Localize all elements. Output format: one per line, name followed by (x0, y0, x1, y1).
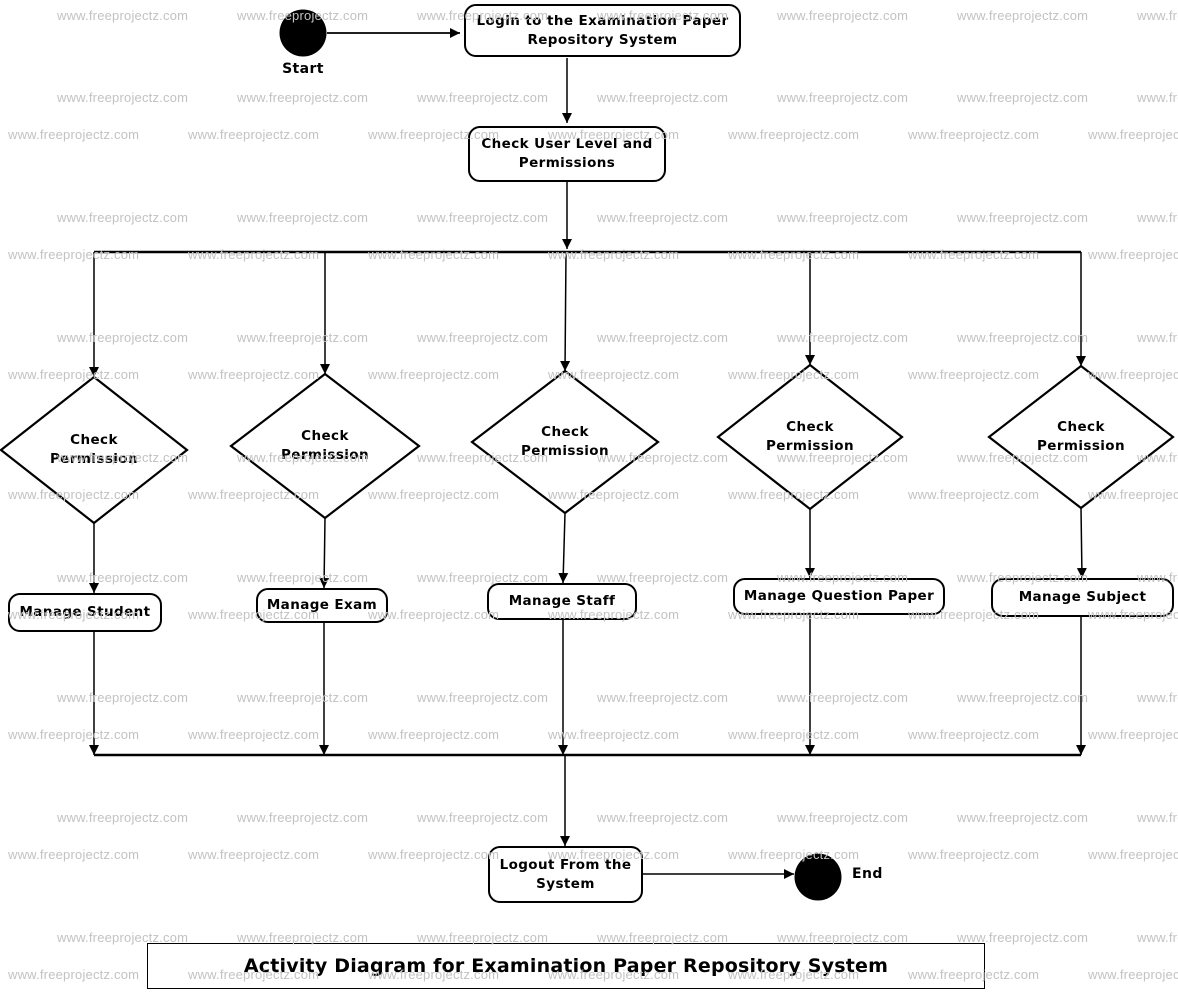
activity-manage-question-paper: Manage Question Paper (733, 578, 945, 615)
start-label: Start (282, 61, 324, 77)
end-label: End (852, 866, 883, 882)
diagram-title: Activity Diagram for Examination Paper R… (147, 943, 985, 989)
edge-decision3-staff (558, 512, 569, 584)
decision-label-5: Check Permission (1037, 419, 1125, 454)
edge-decision5-subject (1076, 507, 1087, 579)
edge-decision2-exam (319, 517, 330, 589)
activity-check-user-level: Check User Level and Permissions (468, 126, 666, 182)
decision-label-1: Check Permission (50, 432, 138, 467)
activity-logout: Logout From the System (488, 846, 643, 903)
end-node (794, 853, 842, 901)
activity-manage-student: Manage Student (8, 593, 162, 632)
activity-manage-subject: Manage Subject (991, 578, 1174, 617)
activity-manage-exam: Manage Exam (256, 588, 388, 623)
edge-fork-decision-3 (560, 251, 571, 372)
decision-label-4: Check Permission (766, 419, 854, 454)
decision-label-3: Check Permission (521, 424, 609, 459)
activity-manage-staff: Manage Staff (487, 583, 637, 620)
start-node (279, 9, 327, 57)
activity-login: Login to the Examination Paper Repositor… (464, 4, 741, 57)
decision-label-2: Check Permission (281, 428, 369, 463)
